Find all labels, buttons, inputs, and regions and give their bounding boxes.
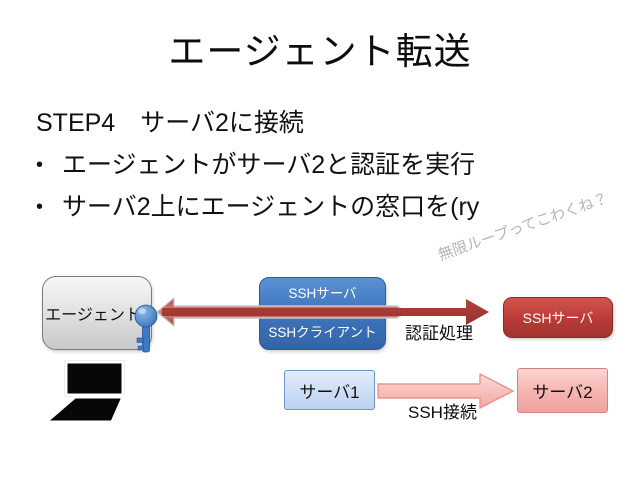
server2-label: サーバ2: [532, 383, 593, 402]
server2-box: サーバ2: [517, 368, 608, 413]
bullet-text: サーバ2上にエージェントの窓口を(ry: [62, 193, 480, 221]
remote-ssh-server-label: SSHサーバ: [522, 309, 594, 326]
body-text-block: STEP4 サーバ2に接続 • エージェントがサーバ2と認証を実行 • サーバ2…: [36, 102, 596, 228]
server1-box: サーバ1: [284, 370, 375, 410]
slide-title: エージェント転送: [168, 31, 472, 72]
auth-process-label: 認証処理: [405, 324, 473, 343]
ssh-connection-label: SSH接続: [408, 403, 477, 422]
agent-label: エージェント: [45, 307, 141, 324]
bullet-marker: •: [36, 196, 44, 218]
step-heading: STEP4 サーバ2に接続: [36, 109, 304, 137]
ssh-stack-box: SSHサーバ SSHクライアント: [259, 277, 386, 350]
remote-ssh-server-box: SSHサーバ: [503, 297, 613, 338]
server1-label: サーバ1: [299, 382, 360, 402]
agent-box: エージェント: [42, 276, 152, 350]
laptop-icon: [44, 360, 125, 424]
ssh-client-bottom-label: SSHクライアント: [268, 325, 377, 340]
bullet-item: • エージェントがサーバ2と認証を実行: [36, 144, 596, 186]
ssh-server-top-label: SSHサーバ: [288, 286, 357, 301]
bullet-text: エージェントがサーバ2と認証を実行: [62, 151, 476, 179]
bullet-item: • サーバ2上にエージェントの窓口を(ry: [36, 186, 596, 228]
bullet-marker: •: [36, 154, 44, 176]
